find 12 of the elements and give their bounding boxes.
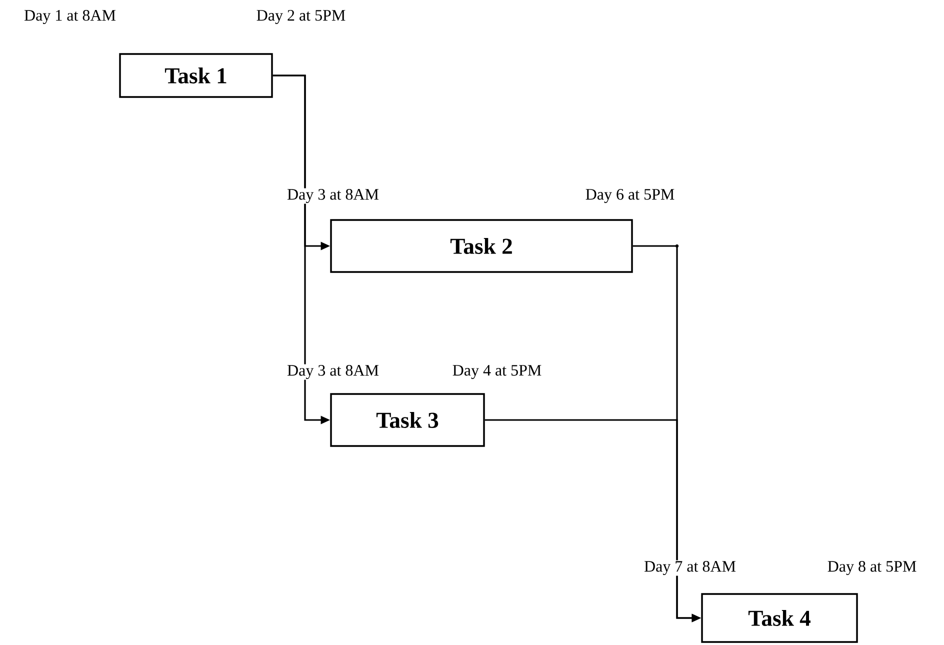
time-label: Day 6 at 5PM [584,188,676,204]
time-label: Day 7 at 8AM [643,560,737,576]
time-label: Day 3 at 8AM [286,188,380,204]
time-label: Day 8 at 5PM [826,560,918,576]
time-label: Day 2 at 5PM [256,9,346,25]
task-box: Task 2 [330,219,633,273]
task-box: Task 4 [701,593,858,643]
task-box: Task 1 [119,53,273,98]
task-box: Task 3 [330,393,485,447]
time-label: Day 3 at 8AM [286,364,380,380]
time-label: Day 4 at 5PM [452,364,542,380]
time-label: Day 1 at 8AM [23,9,117,25]
